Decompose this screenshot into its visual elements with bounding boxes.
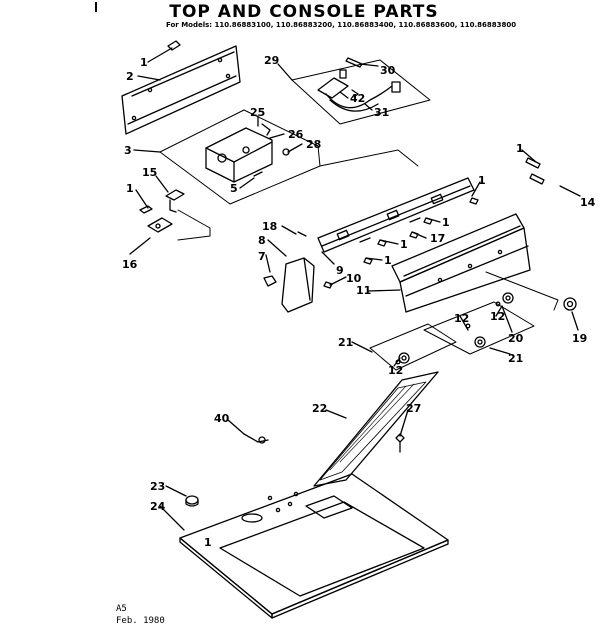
callout: 21 <box>338 336 353 349</box>
callout: 12 <box>454 312 469 325</box>
callout: 1 <box>126 182 134 195</box>
callout: 1 <box>442 216 450 229</box>
scan-edge-mark <box>95 2 97 12</box>
foot-part-23 <box>185 495 199 507</box>
clip-part-40 <box>243 433 269 444</box>
leader-lines <box>129 47 581 531</box>
callout: 27 <box>406 402 421 415</box>
callout: 1 <box>478 174 486 187</box>
callout: 5 <box>230 182 238 195</box>
callout: 30 <box>380 64 396 77</box>
callout: 12 <box>388 364 403 377</box>
switch-bracket-part-3 <box>205 123 290 183</box>
callout: 29 <box>264 54 279 67</box>
callout: 24 <box>150 500 166 513</box>
model-numbers-line: For Models: 110.86883100, 110.86883200, … <box>166 21 517 29</box>
callout: 1 <box>140 56 148 69</box>
callout: 7 <box>258 250 266 263</box>
callout: 31 <box>374 106 389 119</box>
screws-part-14 <box>525 157 545 185</box>
callout: 28 <box>306 138 321 151</box>
callout: 1 <box>384 254 392 267</box>
callout: 18 <box>262 220 277 233</box>
callout: 40 <box>214 412 230 425</box>
callout: 2 <box>126 70 134 83</box>
screws-part-1 <box>323 197 479 289</box>
callout: 10 <box>346 272 362 285</box>
console-bracket-part-9 <box>317 177 475 253</box>
callout: 42 <box>350 92 365 105</box>
callout: 3 <box>124 144 132 157</box>
callout: 25 <box>250 106 265 119</box>
callout: 21 <box>508 352 523 365</box>
callout: 1 <box>204 536 212 549</box>
callout: 1 <box>400 238 408 251</box>
footer-code: A5 <box>116 604 127 614</box>
end-cap-part-8 <box>263 231 315 313</box>
callout: 14 <box>580 196 596 209</box>
callout: 1 <box>516 142 524 155</box>
knobs-19-20-21 <box>395 292 577 365</box>
callout: 23 <box>150 480 165 493</box>
latch-parts-15-16 <box>139 189 185 233</box>
console-panel-part-11 <box>391 213 531 313</box>
diagram-title: TOP AND CONSOLE PARTS <box>169 2 439 22</box>
callout: 17 <box>430 232 445 245</box>
rear-panel-part-2 <box>121 40 241 135</box>
callout: 19 <box>572 332 587 345</box>
lint-filter-part-22 <box>313 371 439 487</box>
footer-date: Feb. 1980 <box>116 616 165 626</box>
callout: 20 <box>508 332 524 345</box>
callout: 16 <box>122 258 138 271</box>
cabinet-top-part-24 <box>179 473 449 619</box>
callout: 8 <box>258 234 266 247</box>
timer-harness-part-29 <box>317 57 401 112</box>
group-outlines <box>159 59 559 371</box>
screw-part-27 <box>395 433 405 453</box>
callout: 9 <box>336 264 344 277</box>
callout-numbers: 1 2 29 30 42 31 25 26 28 3 5 1 15 16 1 1… <box>122 54 596 549</box>
callout: 26 <box>288 128 304 141</box>
callout: 12 <box>490 310 505 323</box>
callout: 11 <box>356 284 371 297</box>
callout: 15 <box>142 166 157 179</box>
callout: 22 <box>312 402 327 415</box>
